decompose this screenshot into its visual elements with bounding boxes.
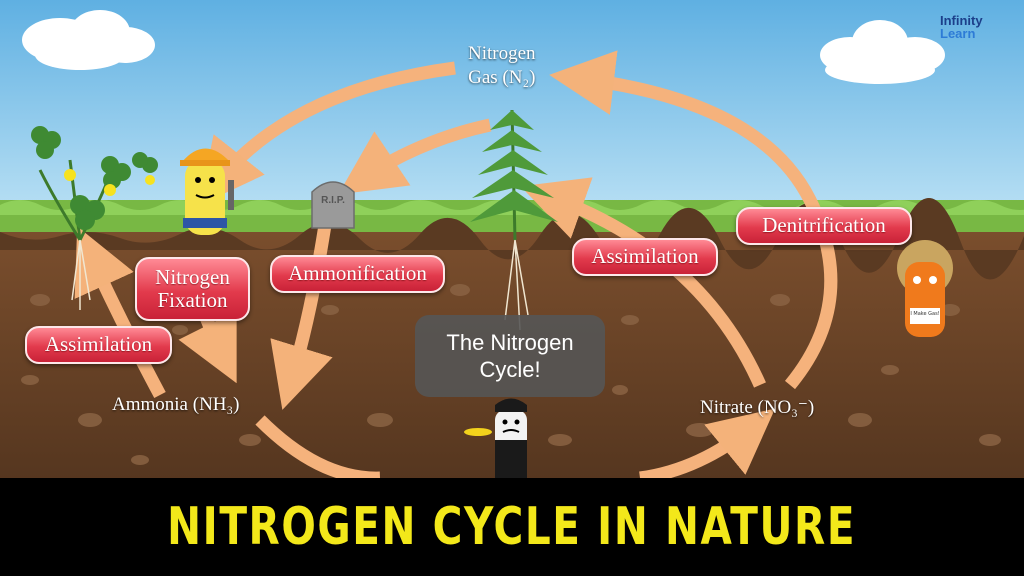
tombstone-text: R.I.P.: [321, 195, 345, 206]
title-banner: NITROGEN CYCLE IN NATURE: [0, 478, 1024, 576]
process-denitrification: Denitrification: [736, 207, 912, 245]
center-caption-box: The Nitrogen Cycle!: [415, 315, 605, 397]
process-denitrification-label: Denitrification: [762, 213, 886, 238]
cloud-icon: [820, 20, 945, 84]
center-caption-text: The Nitrogen Cycle!: [446, 329, 574, 383]
logo-line2: Learn: [940, 26, 976, 41]
node-nitrogen-gas-line2: Gas (N₂): [468, 67, 536, 88]
fern-icon: [470, 109, 558, 331]
logo-line1: Infinity: [940, 13, 983, 28]
process-ammonification: Ammonification: [270, 255, 445, 293]
process-assimilation-right-label: Assimilation: [591, 244, 699, 269]
bacteria-worker-icon: [180, 148, 234, 235]
node-ammonia: Ammonia (NH₃): [112, 394, 240, 415]
scientist-character-icon: I Make Gas!: [897, 240, 953, 337]
scientist-sign-text: I Make Gas!: [910, 311, 939, 317]
process-assimilation-left: Assimilation: [25, 326, 172, 364]
node-nitrogen-gas: Nitrogen Gas (N₂): [468, 42, 536, 90]
arrow-plant-to-decay: [338, 118, 492, 195]
process-nitrogen-fixation-label: Nitrogen Fixation: [155, 264, 230, 312]
infinity-learn-logo: Infinity Learn: [940, 14, 983, 40]
waiter-character-icon: [464, 398, 527, 478]
arrow-denitrification: [549, 50, 838, 390]
arrow-assimilation-left: [74, 226, 166, 399]
arrow-n2-to-fixation: [198, 61, 456, 206]
arrow-ammonification: [270, 223, 333, 410]
arrow-nitrification-right: [639, 408, 776, 485]
process-assimilation-right: Assimilation: [572, 238, 718, 276]
node-nitrate: Nitrate (NO₃⁻): [700, 397, 815, 418]
arrow-nitrification-left: [255, 415, 381, 485]
tombstone-icon: R.I.P.: [311, 181, 355, 229]
process-nitrogen-fixation: Nitrogen Fixation: [135, 257, 250, 321]
process-assimilation-left-label: Assimilation: [44, 332, 153, 357]
clover-plant-icon: [31, 126, 158, 310]
cloud-icon: [22, 10, 155, 70]
process-ammonification-label: Ammonification: [288, 261, 427, 286]
node-nitrogen-gas-line1: Nitrogen: [468, 43, 536, 64]
banner-title: NITROGEN CYCLE IN NATURE: [167, 497, 857, 557]
